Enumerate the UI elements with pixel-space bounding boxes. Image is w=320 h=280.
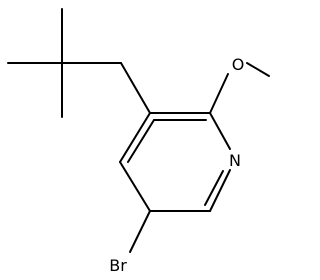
bond-c2-n1 [209, 112, 231, 150]
bond-c5-c4 [119, 161, 151, 212]
bond-c4-c3-inner [127, 119, 155, 163]
oxygen-atom-label: O [232, 55, 245, 74]
bond-ch2-ring [120, 62, 151, 114]
bond-c5-bromine [129, 210, 151, 253]
bond-oxygen-methyl [246, 62, 270, 77]
bromine-atom-label: Br [109, 256, 127, 275]
bond-ring-oxygen [209, 73, 229, 114]
bond-n1-c6 [209, 169, 231, 212]
nitrogen-atom-label: N [229, 151, 241, 170]
chemical-structure-diagram: O N Br [7, 8, 270, 275]
bond-n1-c6-inner [204, 170, 224, 206]
bond-c4-c3 [119, 112, 151, 163]
